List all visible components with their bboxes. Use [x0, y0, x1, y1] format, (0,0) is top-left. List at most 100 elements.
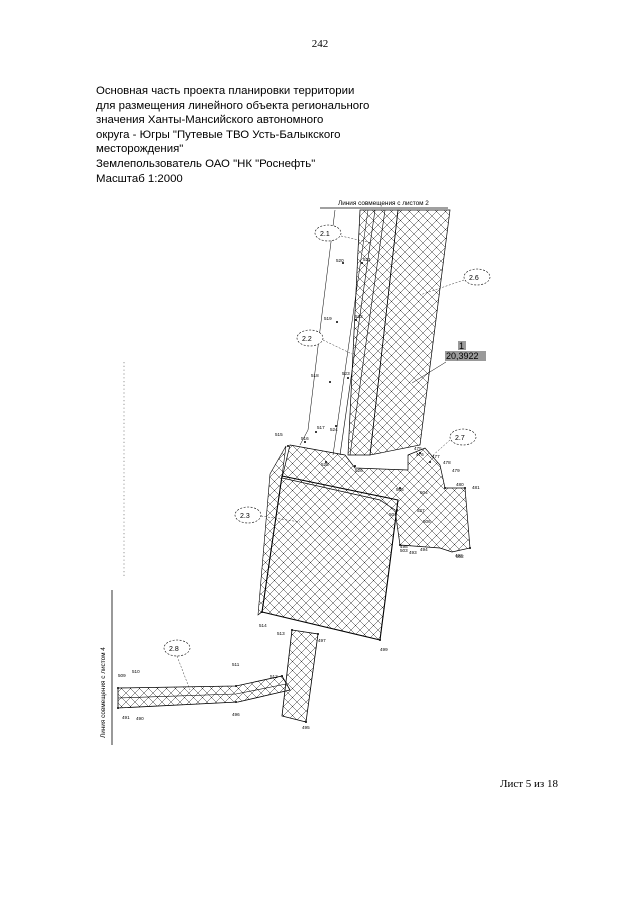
point-marker [261, 611, 263, 613]
point-marker [329, 381, 331, 383]
point-markers [117, 262, 471, 723]
point-marker [419, 452, 421, 454]
title-line: Основная часть проекта планировки террит… [96, 85, 355, 97]
point-marker [399, 487, 401, 489]
point-label: 521 [363, 257, 371, 262]
svg-text:2.6: 2.6 [469, 275, 479, 282]
pipeline-line [349, 209, 386, 456]
point-label: 504 [420, 490, 428, 495]
point-label: 505 [396, 487, 404, 492]
pipeline-line [332, 209, 369, 456]
point-marker [396, 509, 398, 511]
point-label: 490 [136, 716, 144, 721]
title-line: округа - Югры "Путевые ТВО Усть-Балыкско… [96, 128, 341, 141]
point-marker [379, 639, 381, 641]
point-marker [325, 461, 327, 463]
zone-label-2-8: 2.8 [163, 639, 191, 691]
point-label: 516 [301, 436, 309, 441]
zone-label-2-1: 2.1 [314, 224, 373, 244]
point-label: 522 [355, 314, 363, 319]
point-marker [336, 321, 338, 323]
title-line: месторождения" [96, 143, 184, 156]
point-label: 498 [400, 544, 408, 549]
point-label: 481 [472, 485, 480, 490]
parcel-number: 1 [459, 341, 464, 351]
point-marker [342, 262, 344, 264]
svg-text:2.8: 2.8 [169, 646, 179, 653]
point-marker [305, 721, 307, 723]
zone-2-3-area [261, 475, 399, 641]
zone-label-2-7: 2.7 [429, 428, 477, 459]
sheet-number: Лист 5 из 18 [500, 778, 559, 790]
point-marker [291, 629, 293, 631]
zone-2-1-area [347, 209, 399, 456]
point-label: 511 [232, 662, 240, 667]
access-road [281, 629, 319, 723]
parcel-leader [411, 361, 447, 384]
svg-text:2.7: 2.7 [455, 435, 465, 442]
point-label: 525 [321, 462, 329, 467]
point-label: 477 [432, 454, 440, 459]
point-label: 520 [336, 258, 344, 263]
parcel-label: 1 20,3922 [411, 341, 486, 384]
point-marker [235, 701, 237, 703]
point-label: 497 [318, 638, 326, 643]
point-label: 496 [232, 712, 240, 717]
point-label: 475 [414, 446, 422, 451]
scale-line: Масштаб 1:2000 [96, 172, 183, 185]
title-line: значения Ханты-Мансийского автономного [96, 114, 324, 127]
point-label: 480 [456, 482, 464, 487]
zone-label-2-6: 2.6 [419, 268, 491, 296]
point-label: 495 [302, 725, 310, 730]
point-marker [315, 431, 317, 433]
point-label: 518 [311, 373, 319, 378]
owner-line: Землепользователь ОАО "НК "Роснефть" [96, 157, 316, 170]
point-marker [429, 461, 431, 463]
point-label: 512 [270, 674, 278, 679]
point-label: 513 [277, 631, 285, 636]
point-marker [287, 445, 289, 447]
point-label: 491 [122, 715, 130, 720]
point-label: 479 [452, 468, 460, 473]
point-label: 503 [400, 548, 408, 553]
zone-label-2-3: 2.3 [234, 506, 301, 524]
point-label: 509 [118, 673, 126, 678]
point-label: 501 [389, 512, 397, 517]
point-label: 523 [342, 371, 350, 376]
point-label: 510 [132, 669, 140, 674]
zone-label-2-2: 2.2 [296, 329, 353, 355]
point-label: 502 [456, 554, 464, 559]
point-marker [354, 465, 356, 467]
match-line-top-label: Линия совмещения с листом 2 [338, 200, 429, 207]
title-line: для размещения линейного объекта региона… [96, 99, 370, 112]
point-marker [235, 685, 237, 687]
point-marker [281, 675, 283, 677]
point-label: 476 [416, 452, 424, 457]
road-axis [117, 683, 287, 699]
page-number: 242 [311, 38, 329, 50]
corridor-boundary [299, 209, 336, 446]
point-label: 493 [409, 550, 417, 555]
point-label: 527 [417, 508, 425, 513]
parcel-area-highlight [445, 351, 486, 361]
point-label: 526 [355, 468, 363, 473]
point-marker [399, 544, 401, 546]
point-marker [355, 319, 357, 321]
svg-text:2.3: 2.3 [240, 513, 250, 520]
point-label: 519 [324, 316, 332, 321]
point-label: 524 [330, 427, 338, 432]
match-line-left-label: Линия совмещения с листом 4 [100, 647, 107, 738]
zone-2-8-area [117, 675, 291, 709]
pad-border [257, 445, 287, 616]
point-label: 517 [317, 425, 325, 430]
point-marker [361, 262, 363, 264]
point-label: 492 [455, 553, 463, 558]
point-marker [117, 707, 119, 709]
point-marker [317, 633, 319, 635]
svg-text:2.2: 2.2 [302, 336, 312, 343]
point-label: 506 [423, 519, 431, 524]
point-marker [444, 487, 446, 489]
parcel-area: 20,3922 [446, 351, 479, 361]
point-labels: 520 521 519 522 518 523 517 524 516 515 … [118, 257, 480, 730]
